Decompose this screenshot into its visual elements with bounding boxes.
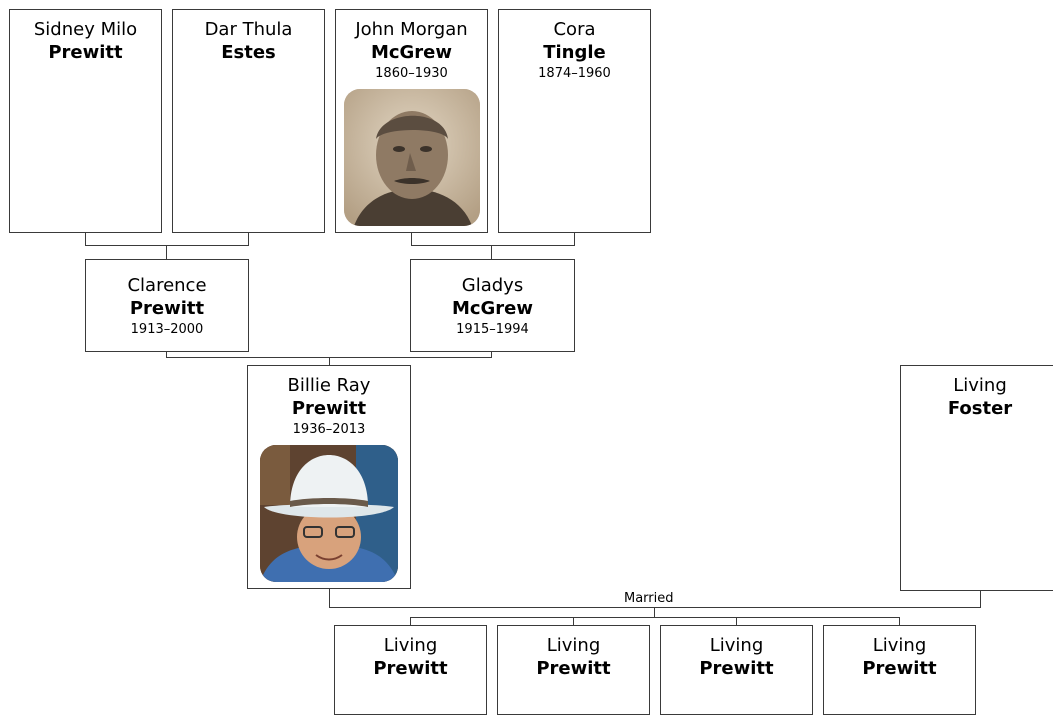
life-dates: 1860–1930 bbox=[375, 66, 448, 81]
surname: Tingle bbox=[543, 42, 606, 63]
surname: Prewitt bbox=[862, 658, 937, 679]
surname: Prewitt bbox=[699, 658, 774, 679]
surname: Prewitt bbox=[291, 398, 367, 419]
connector-line bbox=[85, 245, 249, 246]
person-card-dar-thula-estes[interactable]: Dar Thula Estes bbox=[172, 9, 325, 233]
life-dates: 1915–1994 bbox=[456, 322, 529, 337]
connector-line bbox=[411, 245, 575, 246]
connector-line bbox=[410, 617, 411, 625]
surname: Prewitt bbox=[129, 298, 205, 319]
connector-line bbox=[654, 607, 655, 618]
surname: Estes bbox=[221, 42, 276, 63]
life-dates: 1936–2013 bbox=[292, 422, 366, 437]
surname: Prewitt bbox=[48, 42, 123, 63]
given-name: Billie Ray bbox=[287, 375, 371, 396]
given-name: Living bbox=[872, 635, 927, 656]
connector-line bbox=[85, 232, 86, 245]
connector-line bbox=[329, 357, 330, 365]
surname: Prewitt bbox=[536, 658, 611, 679]
connector-line bbox=[573, 617, 574, 625]
portrait-man-sepia-image bbox=[343, 89, 480, 226]
given-name: Cora bbox=[553, 19, 596, 40]
connector-line bbox=[329, 588, 330, 608]
life-dates: 1874–1960 bbox=[538, 66, 611, 81]
person-card-living-prewitt-2[interactable]: Living Prewitt bbox=[497, 625, 650, 715]
connector-line bbox=[899, 617, 900, 625]
life-dates: 1913–2000 bbox=[130, 322, 204, 337]
connector-line bbox=[166, 245, 167, 259]
person-card-sidney-milo-prewitt[interactable]: Sidney Milo Prewitt bbox=[9, 9, 162, 233]
person-card-living-prewitt-3[interactable]: Living Prewitt bbox=[660, 625, 813, 715]
person-card-living-prewitt-4[interactable]: Living Prewitt bbox=[823, 625, 976, 715]
marriage-label: Married bbox=[622, 591, 676, 606]
connector-line bbox=[491, 245, 492, 259]
person-card-clarence-prewitt[interactable]: Clarence Prewitt 1913–2000 bbox=[85, 259, 249, 352]
portrait-photo[interactable] bbox=[260, 445, 398, 582]
given-name: Living bbox=[546, 635, 601, 656]
person-card-cora-tingle[interactable]: Cora Tingle 1874–1960 bbox=[498, 9, 651, 233]
connector-line bbox=[166, 351, 167, 358]
surname: Prewitt bbox=[373, 658, 448, 679]
connector-line bbox=[736, 617, 737, 625]
portrait-photo[interactable] bbox=[343, 89, 480, 226]
surname: Foster bbox=[947, 398, 1013, 419]
connector-line bbox=[410, 617, 900, 618]
given-name: John Morgan bbox=[355, 19, 468, 40]
person-card-living-foster[interactable]: Living Foster bbox=[900, 365, 1053, 591]
connector-line bbox=[411, 232, 412, 245]
given-name: Sidney Milo bbox=[33, 19, 138, 40]
given-name: Gladys bbox=[461, 275, 524, 296]
connector-line bbox=[574, 232, 575, 245]
given-name: Living bbox=[953, 375, 1007, 396]
given-name: Living bbox=[709, 635, 764, 656]
surname: McGrew bbox=[370, 42, 453, 63]
person-card-living-prewitt-1[interactable]: Living Prewitt bbox=[334, 625, 487, 715]
connector-line bbox=[248, 232, 249, 245]
portrait-man-cowboy-hat-image bbox=[260, 445, 398, 582]
given-name: Clarence bbox=[127, 275, 207, 296]
given-name: Living bbox=[383, 635, 438, 656]
marriage-line bbox=[329, 607, 981, 608]
surname: McGrew bbox=[451, 298, 534, 319]
connector-line bbox=[491, 351, 492, 358]
person-card-john-morgan-mcgrew[interactable]: John Morgan McGrew 1860–1930 bbox=[335, 9, 488, 233]
connector-line bbox=[980, 590, 981, 608]
person-card-billie-ray-prewitt[interactable]: Billie Ray Prewitt 1936–2013 bbox=[247, 365, 411, 589]
person-card-gladys-mcgrew[interactable]: Gladys McGrew 1915–1994 bbox=[410, 259, 575, 352]
given-name: Dar Thula bbox=[204, 19, 293, 40]
